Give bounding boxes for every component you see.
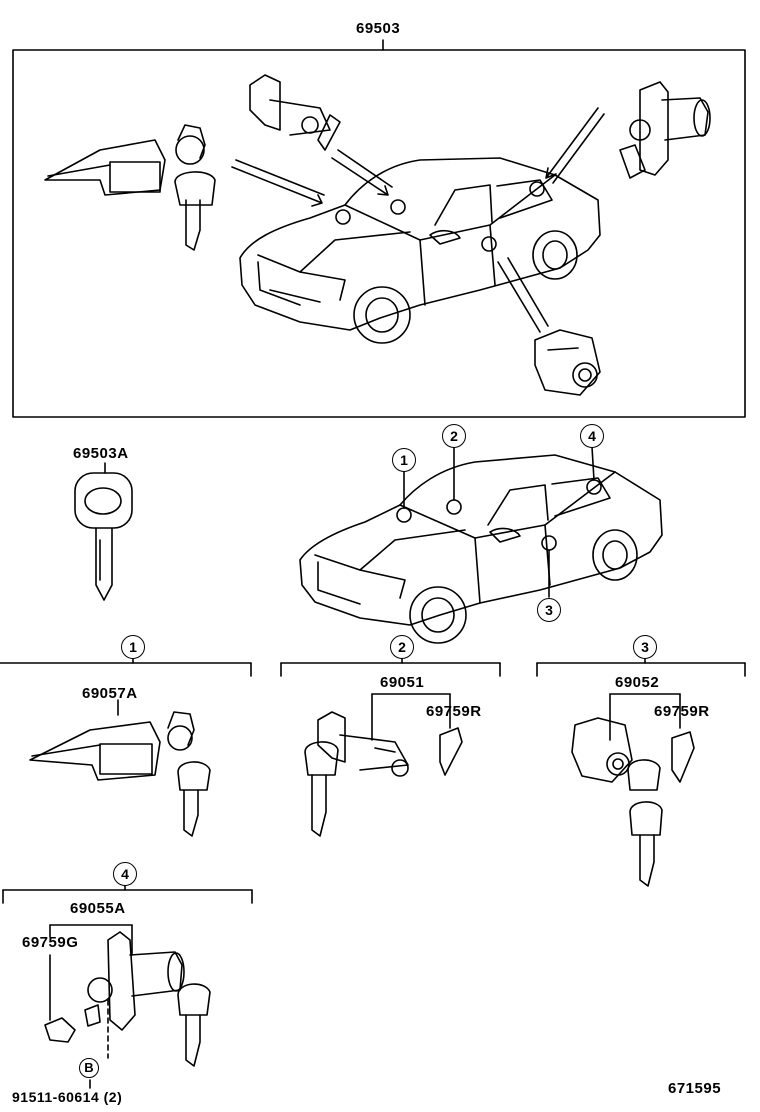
group-2-callout: 2 [390, 635, 414, 659]
part-69759G: 69759G [22, 934, 79, 951]
trunk-lock-cylinder-top [619, 81, 711, 179]
group-1-callout: 1 [121, 635, 145, 659]
assembly-part-number: 69503 [356, 20, 401, 37]
arrows-top [231, 107, 605, 333]
trunk-lock-cylinder-g4 [44, 931, 211, 1067]
figure-code: 671595 [668, 1080, 722, 1097]
callout-4-on-car: 4 [580, 424, 604, 448]
part-91511-60614: 91511-60614 (2) [12, 1089, 123, 1105]
part-69052: 69052 [615, 674, 660, 691]
key-illustration [74, 462, 133, 601]
group-2-lines [280, 657, 501, 741]
assembly-frame [12, 49, 746, 418]
ignition-cylinder-g1 [29, 711, 211, 837]
part-69759R-g2: 69759R [426, 703, 482, 720]
callout-2-on-car: 2 [442, 424, 466, 448]
callout-1-on-car: 1 [392, 448, 416, 472]
callout-3-on-car: 3 [537, 598, 561, 622]
glove-lock-cylinder-top [534, 329, 601, 396]
group-4-lines [2, 884, 253, 1089]
car-illustration-middle [299, 446, 663, 644]
part-69057A: 69057A [82, 685, 138, 702]
group-3-lines [536, 657, 746, 741]
glove-lock-cylinder-g3 [571, 717, 695, 887]
part-69759R-g3: 69759R [654, 703, 710, 720]
part-69051: 69051 [380, 674, 425, 691]
key-part-number: 69503A [73, 445, 129, 462]
group-4-callout: 4 [113, 862, 137, 886]
ignition-cylinder-top [44, 124, 216, 251]
car-illustration-top [239, 157, 601, 344]
group-1-lines [0, 657, 252, 716]
marker-b: B [79, 1058, 99, 1078]
group-3-callout: 3 [633, 635, 657, 659]
door-lock-cylinder-g2 [304, 711, 463, 837]
part-69055A: 69055A [70, 900, 126, 917]
door-lock-cylinder-top [249, 74, 341, 151]
